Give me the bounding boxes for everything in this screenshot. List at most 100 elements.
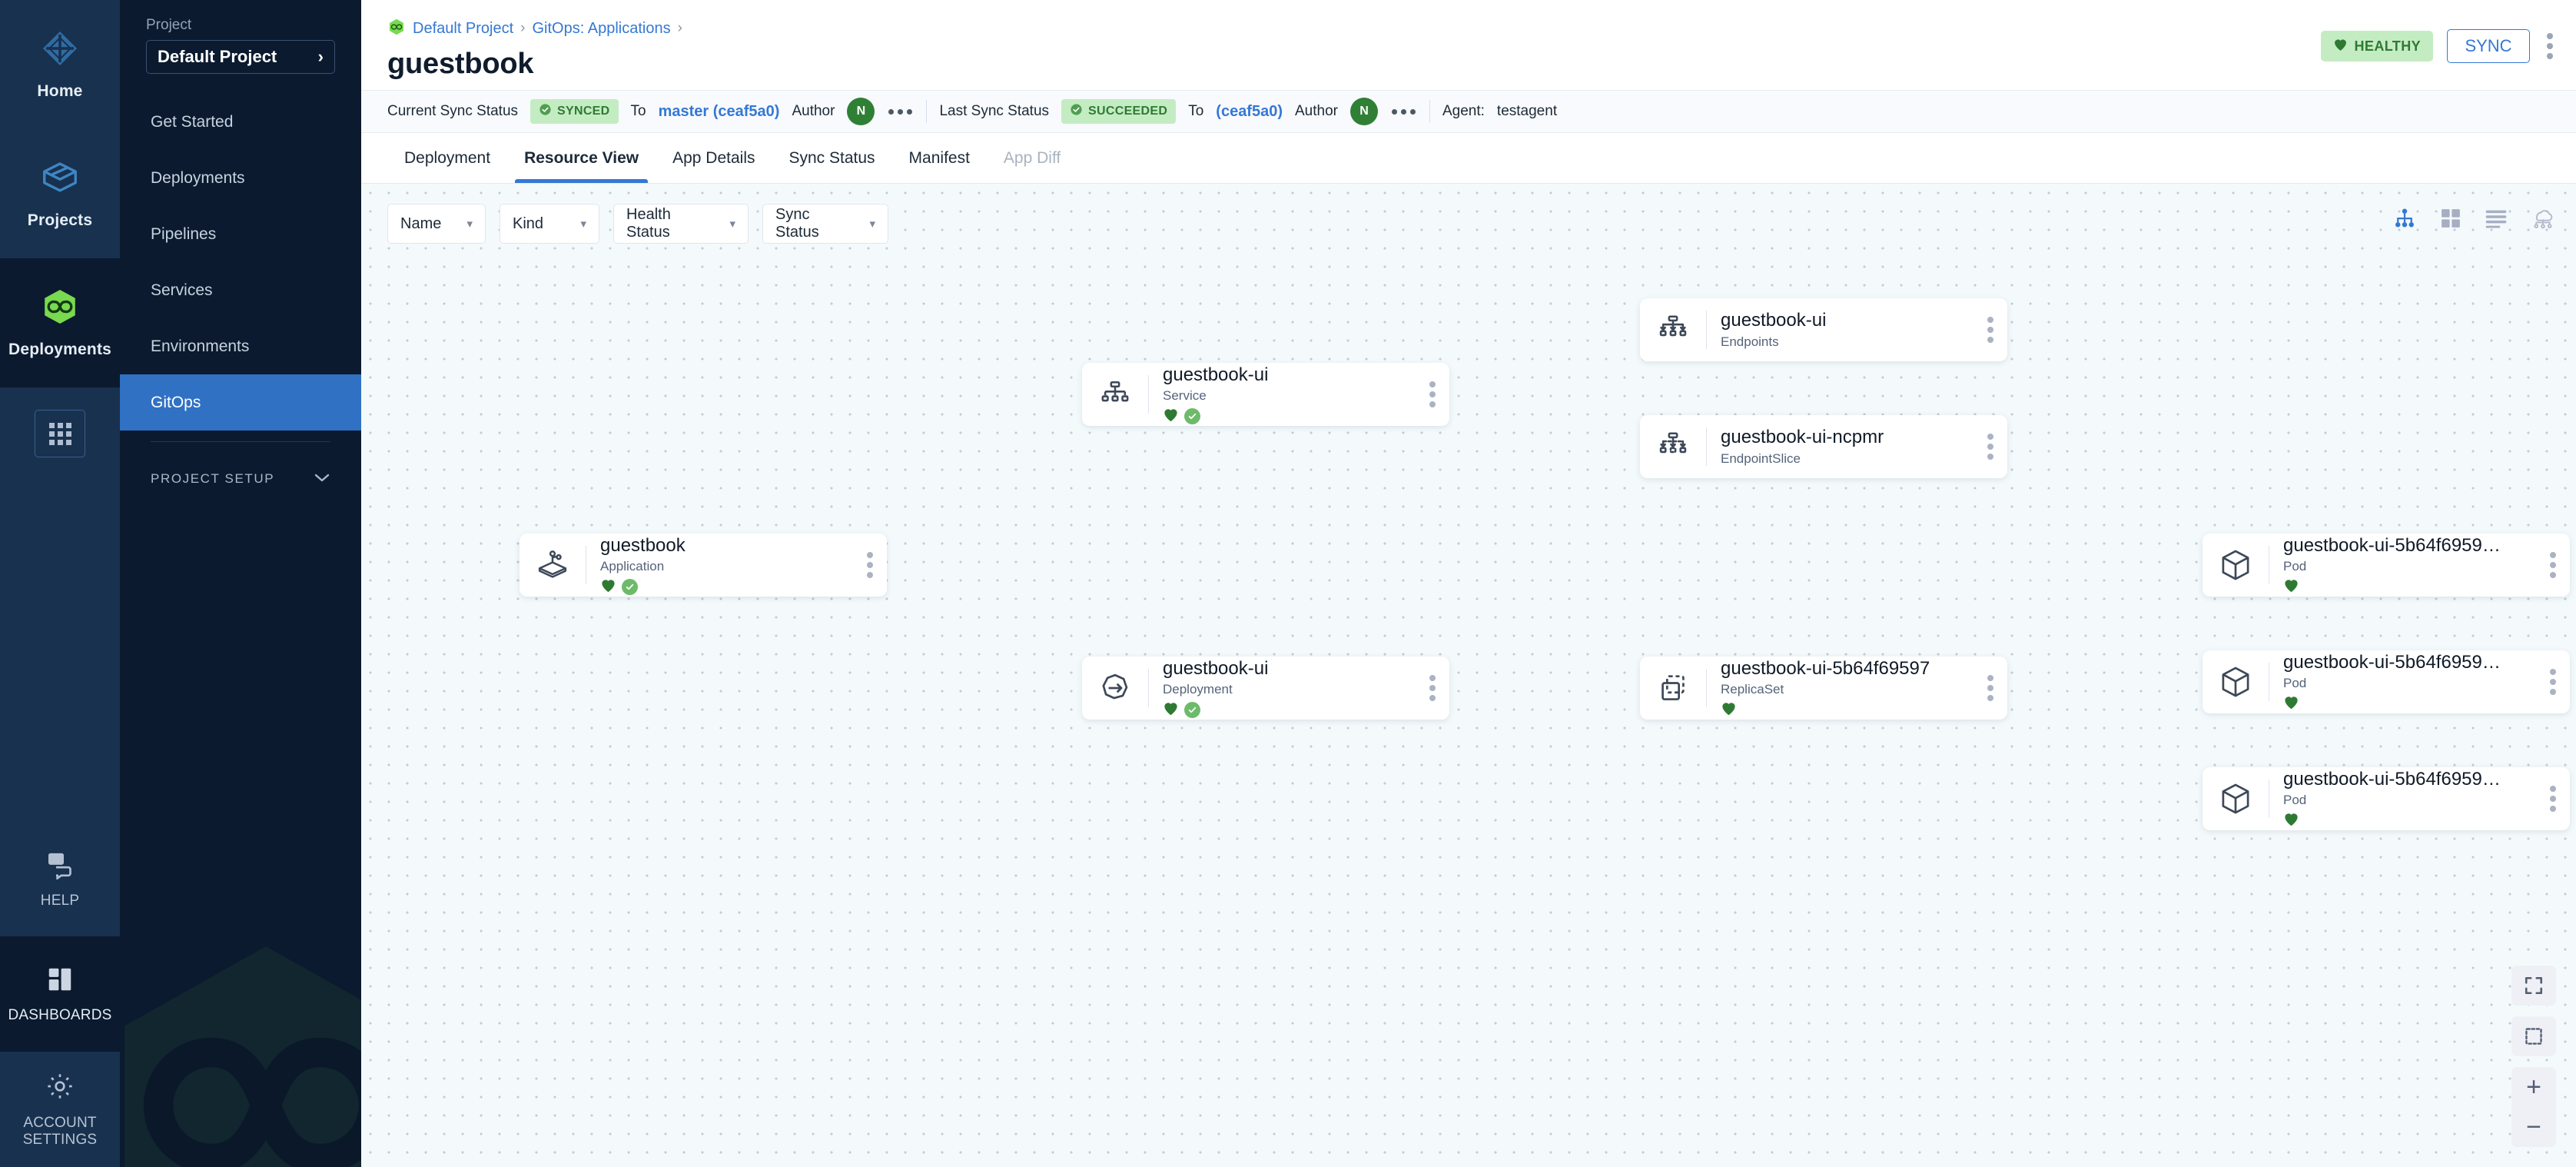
graph-node-pod2[interactable]: guestbook-ui-5b64f6959…Pod <box>2203 650 2570 713</box>
node-divider <box>1706 311 1707 349</box>
fit-screen-icon[interactable] <box>2511 966 2556 1006</box>
page-header: Default Project › GitOps: Applications ›… <box>361 0 2576 81</box>
rail-item-deployments[interactable]: Deployments <box>0 258 120 387</box>
breadcrumb-item-default-project[interactable]: Default Project <box>413 19 514 37</box>
node-menu-icon[interactable] <box>853 552 887 578</box>
avatar-2[interactable]: N <box>1349 98 1378 125</box>
tab-sync-status[interactable]: Sync Status <box>788 148 875 167</box>
rail-item-account-settings[interactable]: ACCOUNT SETTINGS <box>0 1052 120 1167</box>
current-sync-status-badge: SYNCED <box>530 99 619 124</box>
divider <box>926 100 928 123</box>
node-body: guestbook-ui-5b64f6959…Pod <box>2269 769 2536 829</box>
last-sync-status-text: SUCCEEDED <box>1088 105 1168 118</box>
filter-health-status[interactable]: Health Status ▾ <box>613 204 749 244</box>
resource-graph-canvas[interactable]: Name ▾ Kind ▾ Health Status ▾ Sync Statu… <box>361 184 2576 1167</box>
avatar[interactable]: N <box>847 98 875 125</box>
graph-view-icon[interactable] <box>2392 207 2418 230</box>
sidebar-section-project-setup[interactable]: PROJECT SETUP <box>120 457 361 500</box>
node-body: guestbook-ui-5b64f6959…Pod <box>2269 652 2536 712</box>
node-menu-icon[interactable] <box>1973 434 2007 460</box>
sidebar-item-label: Environments <box>151 337 250 355</box>
current-author-more-icon[interactable] <box>887 105 914 119</box>
node-badges <box>2283 812 2525 829</box>
page-title: guestbook <box>387 48 534 80</box>
kebab-vertical-icon[interactable] <box>2544 30 2556 62</box>
main-content: Default Project › GitOps: Applications ›… <box>361 0 2576 1167</box>
pod-icon <box>2203 781 2269 816</box>
node-menu-icon[interactable] <box>2536 669 2570 695</box>
list-view-icon[interactable] <box>2484 208 2508 229</box>
last-author-more-icon[interactable] <box>1390 105 1417 119</box>
graph-node-pod3[interactable]: guestbook-ui-5b64f6959…Pod <box>2203 767 2570 830</box>
node-badges <box>2283 695 2525 712</box>
last-revision-link[interactable]: (ceaf5a0) <box>1216 102 1283 120</box>
node-menu-icon[interactable] <box>1973 317 2007 343</box>
filter-name[interactable]: Name ▾ <box>387 204 486 244</box>
sidebar-item-pipelines[interactable]: Pipelines <box>120 206 361 262</box>
sidebar-item-gitops[interactable]: GitOps <box>120 374 361 431</box>
node-menu-icon[interactable] <box>2536 786 2570 812</box>
tab-app-details[interactable]: App Details <box>672 148 755 167</box>
breadcrumb-item-gitops-applications[interactable]: GitOps: Applications <box>532 19 671 37</box>
graph-node-pod1[interactable]: guestbook-ui-5b64f6959…Pod <box>2203 534 2570 597</box>
filter-health-status-label: Health Status <box>626 206 671 241</box>
node-body: guestbook-ui-5b64f6959…Pod <box>2269 535 2536 595</box>
divider-2 <box>1429 100 1430 123</box>
health-heart-icon <box>600 578 616 596</box>
agent-label: Agent: <box>1442 103 1485 119</box>
rail-label-help: HELP <box>40 892 80 909</box>
current-to-label: To <box>630 103 646 119</box>
zoom-controls: + − <box>2511 966 2556 1147</box>
sidebar-item-environments[interactable]: Environments <box>120 318 361 374</box>
rail-item-home[interactable]: Home <box>0 0 120 129</box>
rail-item-apps[interactable] <box>0 387 120 480</box>
select-box-icon[interactable] <box>2511 1016 2556 1056</box>
project-selector-value: Default Project <box>158 47 277 66</box>
tab-manifest[interactable]: Manifest <box>908 148 970 167</box>
rail-item-help[interactable]: ? HELP <box>0 821 120 936</box>
health-heart-icon <box>2283 812 2299 830</box>
tab-app-diff: App Diff <box>1003 148 1061 167</box>
sync-button[interactable]: SYNC <box>2447 29 2530 63</box>
rail-spacer <box>0 480 120 821</box>
rail-item-dashboards[interactable]: DASHBOARDS <box>0 936 120 1052</box>
node-menu-icon[interactable] <box>1416 381 1449 407</box>
current-author-label: Author <box>792 103 835 119</box>
filter-kind-label: Kind <box>513 214 544 232</box>
tab-deployment[interactable]: Deployment <box>404 148 491 167</box>
node-menu-icon[interactable] <box>1416 675 1449 701</box>
node-kind: Application <box>600 559 665 574</box>
node-kind: Pod <box>2283 793 2307 808</box>
header-actions: HEALTHY SYNC <box>2320 29 2556 63</box>
endpoints-icon <box>1640 313 1706 347</box>
current-revision-link[interactable]: master (ceaf5a0) <box>658 102 780 120</box>
last-sync-status-badge: SUCCEEDED <box>1061 99 1177 124</box>
rail-item-projects[interactable]: Projects <box>0 129 120 258</box>
pod-icon <box>2203 547 2269 583</box>
pod-icon <box>2203 664 2269 700</box>
grid-view-icon[interactable] <box>2439 207 2462 230</box>
sidebar-item-services[interactable]: Services <box>120 262 361 318</box>
filter-kind[interactable]: Kind ▾ <box>500 204 599 244</box>
sidebar-item-deployments[interactable]: Deployments <box>120 150 361 206</box>
sidebar-item-get-started[interactable]: Get Started <box>120 94 361 150</box>
health-heart-icon <box>1163 407 1179 425</box>
node-kind: EndpointSlice <box>1721 451 1801 466</box>
zoom-in-icon[interactable]: + <box>2526 1072 2541 1102</box>
zoom-out-icon[interactable]: − <box>2526 1112 2541 1142</box>
node-menu-icon[interactable] <box>2536 552 2570 578</box>
node-divider <box>1706 669 1707 707</box>
network-view-icon[interactable] <box>2530 207 2556 230</box>
node-menu-icon[interactable] <box>1973 675 2007 701</box>
project-selector[interactable]: Default Project › <box>146 40 335 74</box>
filter-sync-status[interactable]: Sync Status ▾ <box>762 204 888 244</box>
tab-resource-view[interactable]: Resource View <box>507 133 656 183</box>
